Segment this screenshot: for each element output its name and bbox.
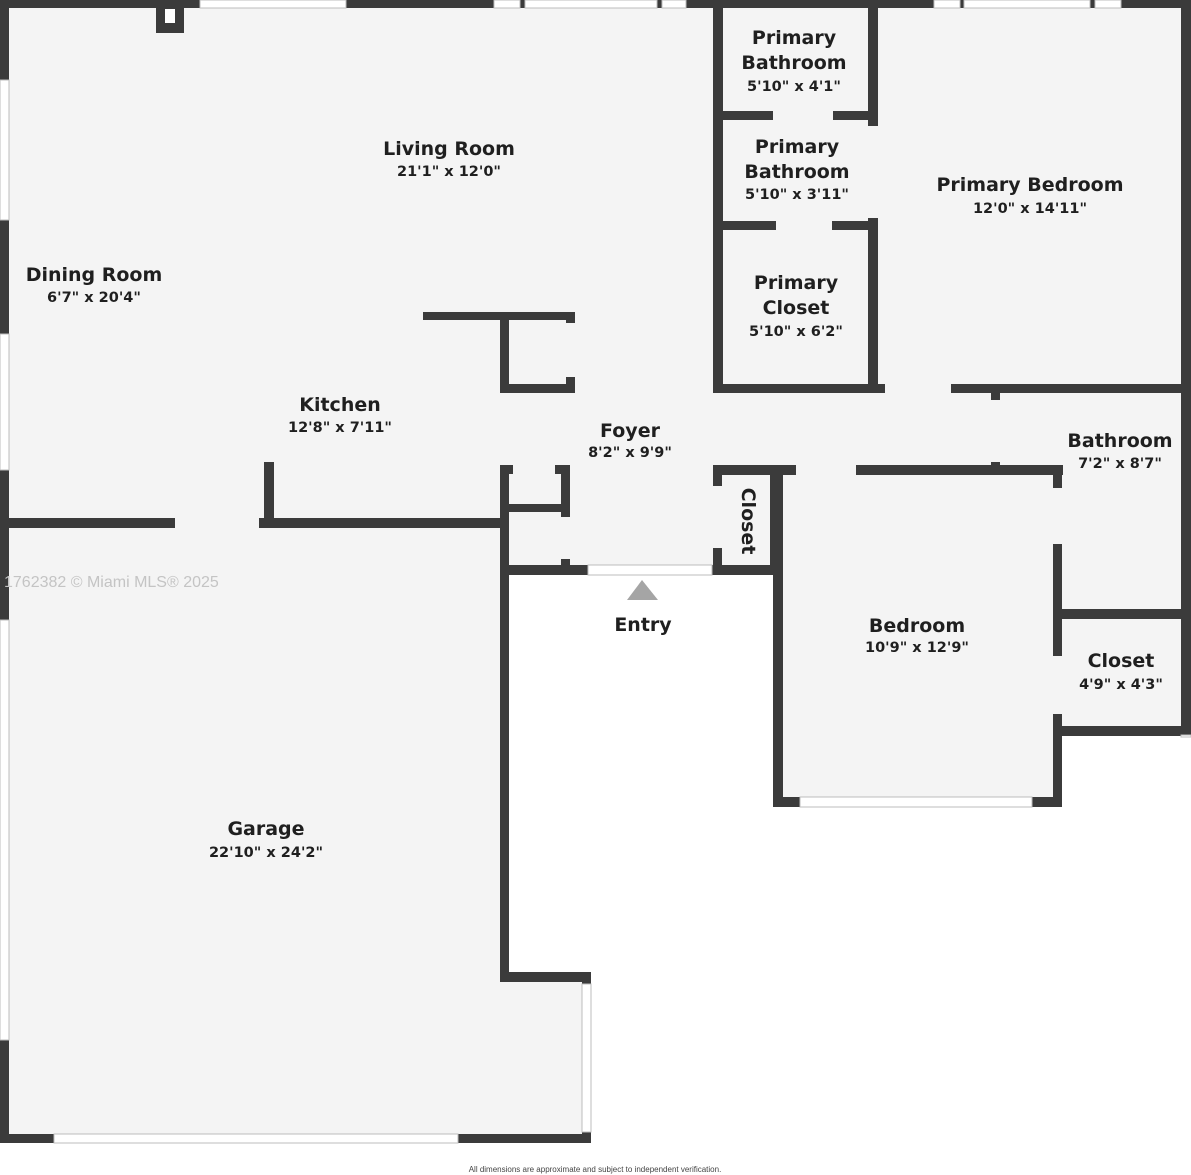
wall [773,465,783,806]
doorway [796,465,856,475]
doorway [885,384,951,393]
entry-arrow-icon [627,580,658,600]
closet-small-name: Closet [737,488,759,555]
living-room-name: Living Room [383,138,515,160]
window [53,1133,459,1144]
window [963,0,1091,9]
foyer-name: Foyer [600,420,661,442]
wall [264,462,274,528]
wall [0,0,9,1143]
wall [713,384,1191,393]
window [581,983,592,1133]
bathroom-name: Bathroom [1067,430,1172,452]
primary-bedroom-name: Primary Bedroom [936,174,1123,196]
doorway [868,126,878,218]
primary-bedroom-dims: 12'0" x 14'11" [973,201,1087,217]
window [199,0,347,9]
doorway [991,400,1000,462]
wall [713,0,723,392]
dining-room-dims: 6'7" x 20'4" [47,290,141,306]
doorway [1053,488,1062,544]
primary-bathroom-2-dims: 5'10" x 3'11" [745,187,849,203]
watermark: 1762382 © Miami MLS® 2025 [4,574,219,591]
window [0,619,10,1041]
window [1180,734,1191,738]
entry-label: Entry [614,614,672,636]
wall [1053,726,1191,736]
primary-closet-dims: 5'10" x 6'2" [749,324,843,340]
primary-bathroom-1-name-line2: Bathroom [741,52,846,74]
window [493,0,521,9]
window [0,333,10,471]
doorway [776,221,832,230]
kitchen-name: Kitchen [299,394,381,416]
window [1094,0,1122,9]
wall [500,465,509,980]
wall [1053,609,1191,619]
entry-door-opening [587,564,713,576]
wall [1053,465,1062,807]
closet-dims: 4'9" x 4'3" [1079,677,1163,693]
window [0,79,10,221]
bedroom-name: Bedroom [869,615,965,637]
closet-name: Closet [1088,650,1155,672]
primary-closet-name-line1: Primary [754,272,839,294]
primary-closet-name-line2: Closet [763,297,830,319]
doorway [773,111,833,120]
openings [0,0,1191,1144]
wall [500,504,570,512]
doorway [561,517,570,559]
wall [500,384,575,393]
window [661,0,687,9]
primary-bathroom-2-name-line1: Primary [755,136,840,158]
bedroom-dims: 10'9" x 12'9" [865,640,969,656]
dining-room-name: Dining Room [26,264,163,286]
disclaimer: All dimensions are approximate and subje… [469,1165,722,1174]
floor-areas [4,4,1187,1140]
wall [500,972,591,982]
primary-bathroom-2-name-line2: Bathroom [744,161,849,183]
room-labels: Living Room 21'1" x 12'0" Dining Room 6'… [26,27,1173,861]
doorway [566,323,575,377]
doorway [175,518,259,528]
window [933,0,961,9]
primary-bathroom-1-dims: 5'10" x 4'1" [747,79,841,95]
chimney-vent-mark [163,7,177,25]
kitchen-dims: 12'8" x 7'11" [288,420,392,436]
wall [1181,0,1191,735]
window [799,796,1033,808]
wall [423,312,575,320]
wall [500,312,509,393]
primary-bathroom-1-name-line1: Primary [752,27,837,49]
window [524,0,658,9]
doorway [1053,656,1062,714]
doorway [513,465,555,474]
doorway [713,486,722,548]
living-room-dims: 21'1" x 12'0" [397,164,501,180]
garage-name: Garage [227,818,304,840]
bathroom-dims: 7'2" x 8'7" [1078,456,1162,472]
foyer-dims: 8'2" x 9'9" [588,445,672,461]
wall [713,465,1063,475]
garage-dims: 22'10" x 24'2" [209,845,323,861]
